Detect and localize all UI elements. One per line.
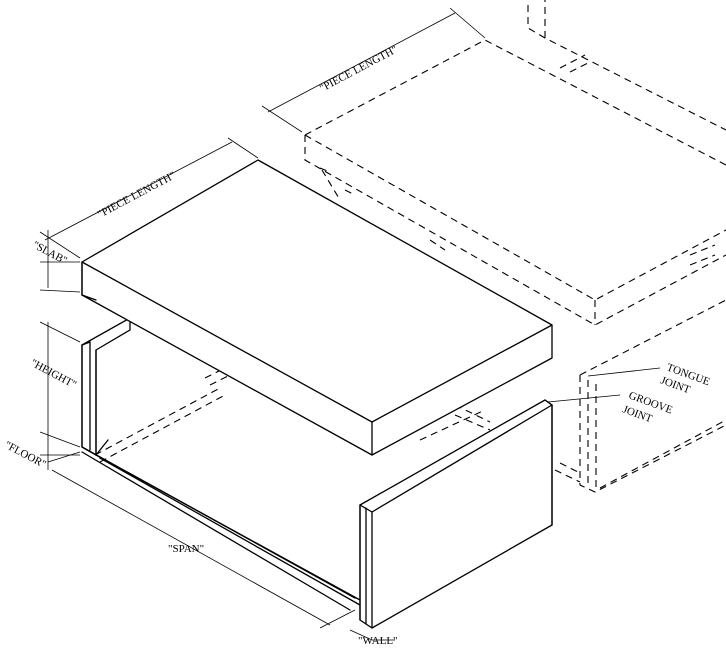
label-wall: "WALL" — [358, 635, 398, 647]
label-piece-length-back: "PIECE LENGTH" — [318, 44, 400, 95]
box-culvert-body — [81, 317, 553, 629]
dimension-lines — [39, 7, 661, 641]
label-height: "HEIGHT" — [29, 357, 79, 391]
label-slab: "SLAB" — [31, 239, 69, 267]
label-span: "SPAN" — [168, 543, 204, 555]
top-slab — [81, 159, 553, 456]
